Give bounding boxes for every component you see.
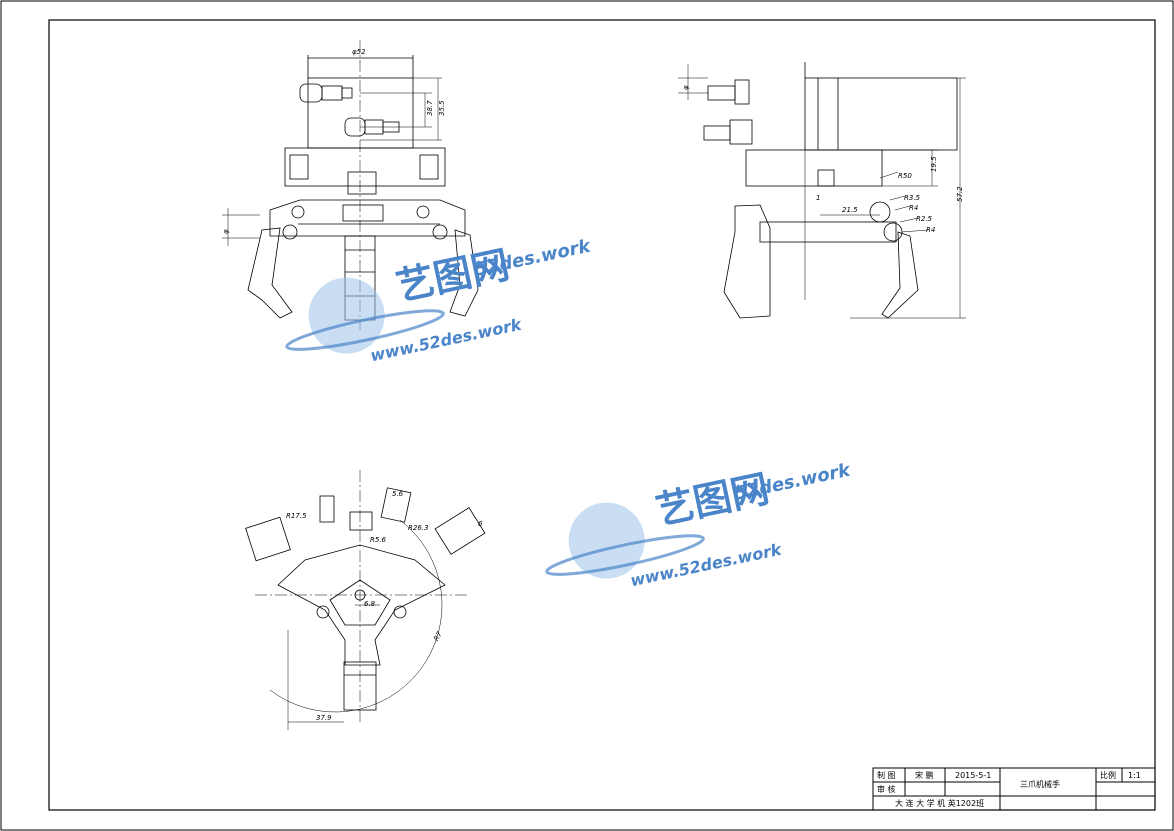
dim-bottom-2: R26.3 (408, 524, 428, 532)
dim-bottom-3: 5.6 (392, 490, 404, 498)
dim-bottom-0: R17.5 (286, 512, 307, 520)
dim-bottom-1: R5.6 (370, 536, 387, 544)
dim-side-6: R4 (909, 204, 918, 212)
dim-side-7: R2.5 (916, 215, 933, 223)
dim-side-1: 19.5 (930, 156, 938, 172)
dim-side-5: R3.5 (904, 194, 921, 202)
dim-bottom-5: 6 (478, 520, 483, 528)
dim-side-9: 57.2 (956, 186, 964, 202)
watermark-site-2: 52des.work (733, 460, 853, 505)
side-view-dimensions: φ 19.5 R50 1 21.5 R3.5 R4 R2.5 R4 57.2 (682, 85, 964, 234)
title-block-text: 制 图 宋 鹏 2015-5-1 审 核 三爪机械手 比例 1:1 大 连 大 … (877, 770, 1141, 808)
dim-side-4: 21.5 (842, 206, 858, 214)
bottom-view-dimensions: R17.5 R5.6 R26.3 5.6 6.8 6 R7 37.9 (286, 490, 483, 722)
drawn-label: 制 图 (877, 770, 896, 780)
checked-label: 审 核 (877, 784, 896, 794)
drawing-frame (48, 19, 1156, 811)
watermark-url-1: www.52des.work (369, 314, 525, 365)
bottom-view (245, 470, 486, 730)
school-name: 大 连 大 学 机 英1202班 (895, 798, 984, 808)
drawing-title: 三爪机械手 (1020, 779, 1060, 789)
scale-label: 比例 (1100, 770, 1116, 780)
dim-front-0: φ52 (352, 48, 366, 56)
drawn-name: 宋 鹏 (915, 770, 934, 780)
dim-bottom-4: 6.8 (364, 600, 376, 608)
dim-side-8: R4 (926, 226, 935, 234)
drawing-date: 2015-5-1 (955, 771, 991, 780)
dim-bottom-7: 37.9 (316, 714, 332, 722)
side-view (678, 62, 966, 319)
watermark-2: 艺图网 52des.work www.52des.work (545, 460, 853, 590)
front-view-dimensions: φ52 38.7 35.5 φ (222, 48, 446, 234)
watermark-site-1: 52des.work (473, 235, 593, 280)
watermark-url-2: www.52des.work (629, 539, 785, 590)
title-block (872, 767, 1156, 811)
dim-front-3: φ (222, 229, 230, 234)
watermark-1: 艺图网 52des.work www.52des.work (285, 235, 593, 365)
dim-bottom-6: R7 (432, 630, 444, 643)
front-view (222, 40, 479, 330)
dim-side-0: φ (682, 85, 690, 90)
dim-side-2: R50 (898, 172, 912, 180)
dim-front-1: 38.7 (426, 100, 434, 116)
dim-front-2: 35.5 (438, 100, 446, 116)
scale-value: 1:1 (1128, 771, 1141, 780)
dim-side-3: 1 (816, 194, 820, 202)
